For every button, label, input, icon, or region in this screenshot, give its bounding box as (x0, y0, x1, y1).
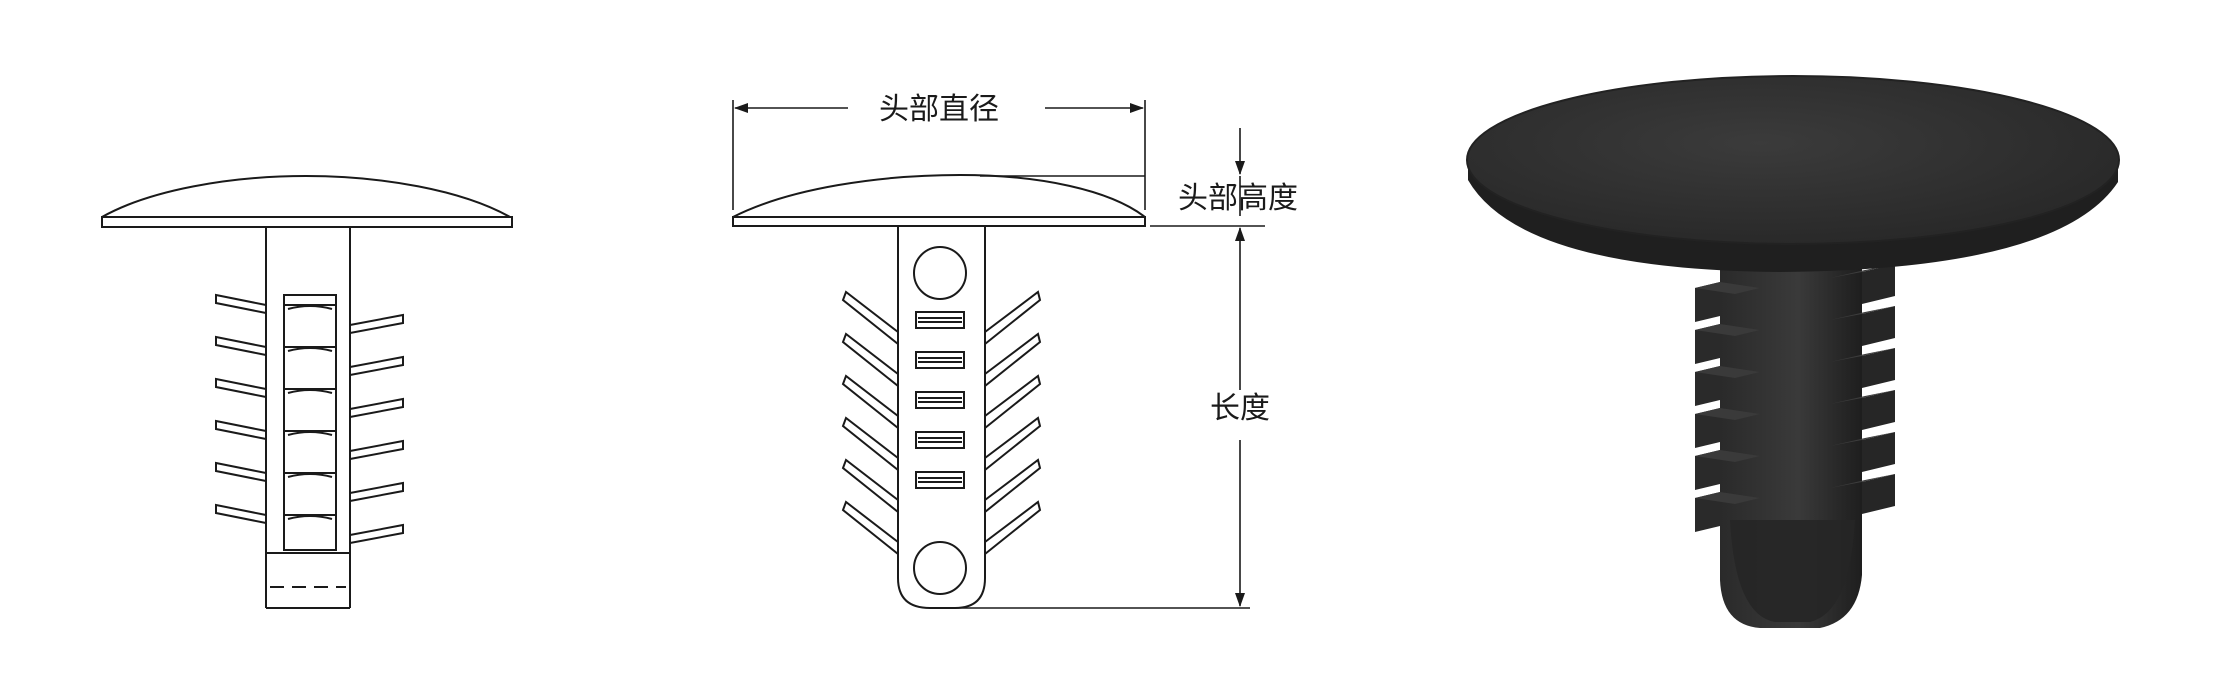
side-fin-left (215, 461, 267, 482)
front-fin-right (984, 500, 1042, 555)
side-segment-arc (287, 389, 333, 394)
render-fin-right (1862, 348, 1895, 388)
render-fin-left-top (1695, 324, 1760, 336)
render-fin-left (1695, 282, 1720, 322)
render-fin-left (1695, 450, 1720, 490)
fastener-3d-render (1466, 75, 2120, 628)
front-slot (915, 351, 965, 369)
render-fin-left (1695, 492, 1720, 532)
render-fin-right (1862, 474, 1895, 514)
front-slot (915, 311, 965, 329)
side-segment-arc (287, 473, 333, 478)
front-view-drawing (732, 173, 1146, 609)
side-fin-right (349, 397, 404, 418)
front-fin-right (984, 374, 1042, 429)
length-label: 长度 (1210, 391, 1270, 426)
render-fin-right-top (1830, 474, 1895, 488)
front-fin-left (841, 332, 899, 387)
side-fin-left (215, 377, 267, 398)
render-fin-right (1862, 306, 1895, 346)
front-fin-right (984, 416, 1042, 471)
render-fin-left (1695, 366, 1720, 406)
front-fin-left (841, 374, 899, 429)
render-fin-left (1695, 408, 1720, 448)
dimension-lines (732, 100, 1265, 609)
side-segment-arc (287, 347, 333, 352)
side-fin-left (215, 503, 267, 524)
side-fin-right (349, 439, 404, 460)
side-view-drawing (101, 174, 513, 609)
render-fin-left-top (1695, 282, 1760, 294)
side-fin-right (349, 523, 404, 544)
side-segment-arc (287, 515, 333, 520)
side-segment-arc (287, 305, 333, 310)
head-diameter-label: 头部直径 (879, 92, 999, 127)
render-fin-right (1862, 432, 1895, 472)
side-fin-right (349, 355, 404, 376)
render-fin-right (1862, 264, 1895, 304)
side-segment-arc (287, 431, 333, 436)
side-fin-left (215, 419, 267, 440)
side-fin-left (215, 293, 267, 314)
side-fin-right (349, 313, 404, 334)
render-fin-right-top (1830, 390, 1895, 404)
render-fin-left-top (1695, 366, 1760, 378)
front-slot (915, 471, 965, 489)
side-fin-right (349, 481, 404, 502)
render-fin-right (1862, 390, 1895, 430)
front-fin-left (841, 416, 899, 471)
front-fin-left (841, 500, 899, 555)
front-fin-left (841, 458, 899, 513)
render-fin-left-top (1695, 492, 1760, 504)
front-fin-right (984, 332, 1042, 387)
render-fin-right-top (1830, 432, 1895, 446)
render-fin-right-top (1830, 348, 1895, 362)
front-fin-right (984, 290, 1042, 345)
front-fin-left (841, 290, 899, 345)
render-fin-left-top (1695, 450, 1760, 462)
head-height-label: 头部高度 (1178, 181, 1298, 216)
render-fin-right-top (1830, 306, 1895, 320)
front-slot (915, 431, 965, 449)
front-slot (915, 391, 965, 409)
side-fin-left (215, 335, 267, 356)
front-fin-right (984, 458, 1042, 513)
render-fin-left-top (1695, 408, 1760, 420)
render-fin-left (1695, 324, 1720, 364)
